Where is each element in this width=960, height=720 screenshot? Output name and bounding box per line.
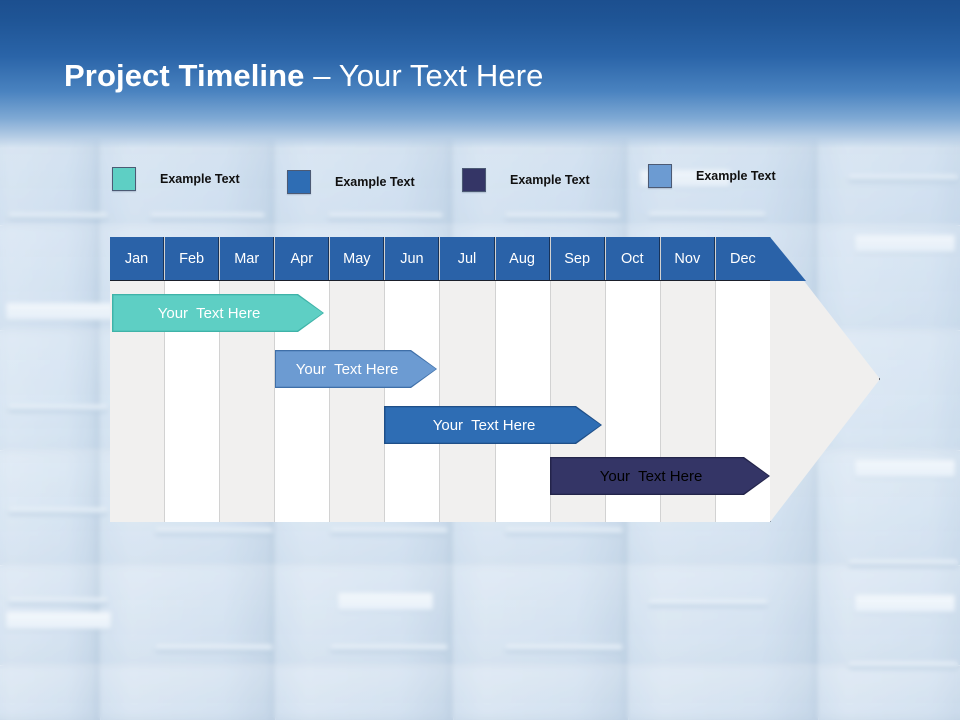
legend-swatch-icon [112, 167, 136, 191]
month-cell-may [330, 281, 385, 522]
month-header-aug[interactable]: Aug [495, 237, 550, 281]
page-title-rest: – Your Text Here [304, 58, 544, 93]
task-bar-4[interactable]: Your Text Here [550, 457, 770, 495]
title-banner [0, 0, 960, 148]
month-cell-aug [495, 281, 550, 522]
month-header-jun[interactable]: Jun [385, 237, 440, 281]
month-header-may[interactable]: May [330, 237, 385, 281]
legend-item-label: Example Text [335, 175, 415, 189]
legend-item-1[interactable]: Example Text [287, 170, 415, 194]
chart-header-notch [770, 237, 806, 281]
legend-item-label: Example Text [696, 169, 776, 183]
task-bar-label: Your Text Here [432, 416, 536, 434]
month-column-aug: Aug [495, 237, 551, 522]
legend: Example Text Example Text Example Text Exam… [0, 0, 960, 194]
month-column-jun: Jun [385, 237, 441, 522]
legend-swatch-icon [648, 164, 672, 188]
legend-swatch-icon [462, 168, 486, 192]
month-header-dec[interactable]: Dec [715, 237, 770, 281]
page-title: Project Timeline – Your Text Here [64, 58, 543, 94]
legend-item-2[interactable]: Example Text [462, 168, 590, 192]
task-bar-shape [385, 407, 600, 443]
month-header-jul[interactable]: Jul [440, 237, 495, 281]
task-bar-2[interactable]: Your Text Here [275, 350, 437, 388]
legend-item-3[interactable]: Example Text [648, 164, 776, 188]
task-bar-label: Your Text Here [599, 467, 703, 485]
month-header-jan[interactable]: Jan [110, 237, 165, 281]
task-bar-3[interactable]: Your Text Here [384, 406, 602, 444]
month-column-jul: Jul [440, 237, 496, 522]
task-bar-label: Your Text Here [157, 304, 261, 322]
page-title-bold: Project Timeline [64, 58, 305, 93]
task-bar-1[interactable]: Your Text Here [112, 294, 324, 332]
legend-item-0[interactable]: Example Text [112, 167, 240, 191]
legend-item-label: Example Text [510, 173, 590, 187]
month-header-apr[interactable]: Apr [275, 237, 330, 281]
month-header-mar[interactable]: Mar [220, 237, 275, 281]
month-header-sep[interactable]: Sep [550, 237, 605, 281]
legend-item-label: Example Text [160, 172, 240, 186]
chart-header-baseline [110, 280, 770, 282]
month-cell-jul [440, 281, 495, 522]
task-bar-shape [551, 458, 768, 494]
month-header-nov[interactable]: Nov [660, 237, 715, 281]
month-header-oct[interactable]: Oct [605, 237, 660, 281]
month-cell-jun [385, 281, 440, 522]
task-bar-shape [276, 351, 436, 387]
task-bar-label: Your Text Here [295, 360, 399, 378]
task-bar-shape [113, 295, 322, 331]
legend-swatch-icon [287, 170, 311, 194]
month-header-feb[interactable]: Feb [165, 237, 220, 281]
